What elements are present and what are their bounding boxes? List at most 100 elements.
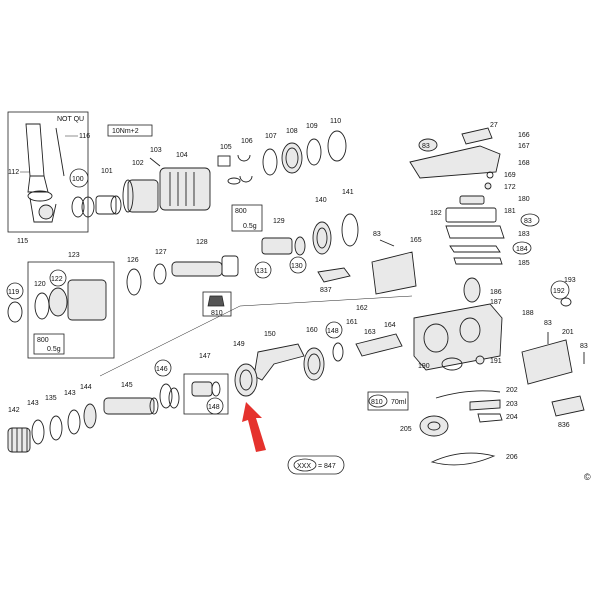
part-128-spindle xyxy=(171,261,223,277)
label-185: 185 xyxy=(518,260,530,267)
label-83-a: 83 xyxy=(422,143,430,150)
label-167: 167 xyxy=(518,143,530,150)
label-119: 119 xyxy=(8,289,19,296)
label-101: 101 xyxy=(101,168,113,175)
label-837: 837 xyxy=(320,287,332,294)
label-105: 105 xyxy=(220,144,232,151)
label-164: 164 xyxy=(384,322,396,329)
label-187: 187 xyxy=(490,299,502,306)
mid-top-parts: 800 0.5g 129 131 130 837 140 141 83 165 xyxy=(231,189,422,295)
label-205: 205 xyxy=(400,426,412,433)
label-165: 165 xyxy=(410,237,422,244)
label-115: 115 xyxy=(17,238,28,245)
label-142: 142 xyxy=(8,407,20,414)
label-161: 161 xyxy=(346,319,358,326)
torque-note: 10Nm+2 xyxy=(112,128,139,135)
part-149-bearing xyxy=(234,363,258,397)
label-123: 123 xyxy=(68,252,80,259)
callout-circle-100 xyxy=(69,168,89,188)
copyright-mark: © xyxy=(584,472,591,482)
part-102-sleeve xyxy=(127,179,159,213)
label-108: 108 xyxy=(286,128,298,135)
label-181: 181 xyxy=(504,208,516,215)
label-180: 180 xyxy=(518,196,530,203)
label-191: 191 xyxy=(490,358,502,365)
label-110: 110 xyxy=(330,118,341,125)
label-27: 27 xyxy=(490,122,498,129)
switch-assembly: 27 83 166 167 168 169 172 180 182 181 83… xyxy=(409,122,540,267)
label-100: 100 xyxy=(72,176,84,183)
torque-note-box xyxy=(107,124,153,137)
label-160: 160 xyxy=(306,327,318,334)
label-184: 184 xyxy=(516,246,528,253)
label-141: 141 xyxy=(342,189,354,196)
box-123 xyxy=(27,261,115,359)
part-142-spring xyxy=(7,427,31,453)
label-193: 193 xyxy=(564,277,576,284)
label-182: 182 xyxy=(430,210,442,217)
label-107: 107 xyxy=(265,133,277,140)
label-168: 168 xyxy=(518,160,530,167)
label-83-d: 83 xyxy=(580,343,588,350)
label-102: 102 xyxy=(132,160,144,167)
side-handle-assembly: NOT QU 116 112 115 xyxy=(7,111,90,245)
label-112: 112 xyxy=(8,169,19,176)
label-135: 135 xyxy=(45,395,57,402)
label-163: 163 xyxy=(364,329,376,336)
lube-box-810-a xyxy=(202,291,232,317)
label-150: 150 xyxy=(264,331,276,338)
label-847: = 847 xyxy=(318,463,336,470)
label-201: 201 xyxy=(562,329,574,336)
label-126: 126 xyxy=(127,257,139,264)
label-202: 202 xyxy=(506,387,518,394)
callout-oval-83 xyxy=(418,138,438,152)
label-143-a: 143 xyxy=(27,400,39,407)
highlight-arrow xyxy=(242,402,266,452)
label-800-b: 800 xyxy=(37,337,49,344)
label-145: 145 xyxy=(121,382,133,389)
label-810-b: 810 xyxy=(371,399,383,406)
not-qu-note: NOT QU xyxy=(57,116,84,123)
label-xxx: XXX xyxy=(297,463,311,470)
label-70ml: 70ml xyxy=(391,399,407,406)
label-130: 130 xyxy=(291,263,303,270)
label-104: 104 xyxy=(176,152,188,159)
piston-parts: 162 161 163 164 160 148 150 149 147 148 xyxy=(99,295,413,452)
label-83-e: 83 xyxy=(373,231,381,238)
label-140: 140 xyxy=(315,197,327,204)
grease-box-800-a xyxy=(231,204,263,232)
label-128: 128 xyxy=(196,239,208,246)
label-144: 144 xyxy=(80,384,92,391)
label-148-b: 148 xyxy=(208,404,220,411)
label-186: 186 xyxy=(490,289,502,296)
label-810-a: 810 xyxy=(211,310,223,317)
label-146: 146 xyxy=(156,366,168,373)
label-166: 166 xyxy=(518,132,530,139)
label-204: 204 xyxy=(506,414,518,421)
bottom-left-parts: 146 145 144 143 135 143 142 xyxy=(7,359,180,453)
label-190: 190 xyxy=(418,363,430,370)
label-149: 149 xyxy=(233,341,245,348)
label-143-b: 143 xyxy=(64,390,76,397)
part-145-cylinder xyxy=(103,397,155,415)
label-127: 127 xyxy=(155,249,167,256)
part-168-cover xyxy=(409,145,501,179)
label-169: 169 xyxy=(504,172,516,179)
label-203: 203 xyxy=(506,401,518,408)
label-162: 162 xyxy=(356,305,368,312)
label-122: 122 xyxy=(51,276,63,283)
label-800-a: 800 xyxy=(235,208,247,215)
label-109: 109 xyxy=(306,123,318,130)
gear-housing-box: 123 122 120 800 0.5g 119 xyxy=(6,252,115,359)
box-147 xyxy=(183,373,229,415)
part-188-housing xyxy=(413,303,503,371)
spindle-parts: 126 127 128 810 xyxy=(126,239,239,317)
label-103: 103 xyxy=(150,147,162,154)
label-206: 206 xyxy=(506,454,518,461)
side-handle-box xyxy=(7,111,89,233)
label-148-a: 148 xyxy=(327,328,339,335)
depth-rod xyxy=(55,127,65,177)
handle-grip xyxy=(25,123,45,177)
part-165-plate xyxy=(371,251,417,295)
